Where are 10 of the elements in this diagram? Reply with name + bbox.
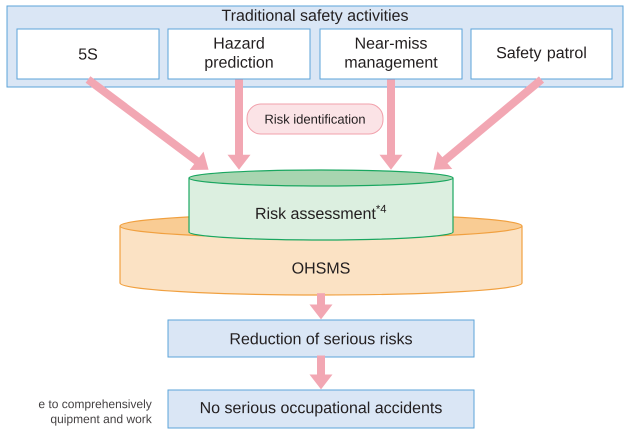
process-box: Reduction of serious risks [168, 320, 474, 358]
activity-box: Near-miss management [320, 28, 462, 80]
process-box: No serious occupational accidents [168, 390, 474, 428]
side-note-text: quipment and work [50, 414, 152, 426]
cylinder-disc: Risk assessment$^{*4}$ [188, 169, 454, 241]
activity-box: Hazard prediction [168, 28, 310, 80]
activity-box: Safety patrol [470, 28, 612, 80]
activity-box: 5S [16, 28, 160, 80]
side-note-text: e to comprehensively [38, 399, 152, 411]
process-band: Risk identification [246, 104, 384, 134]
